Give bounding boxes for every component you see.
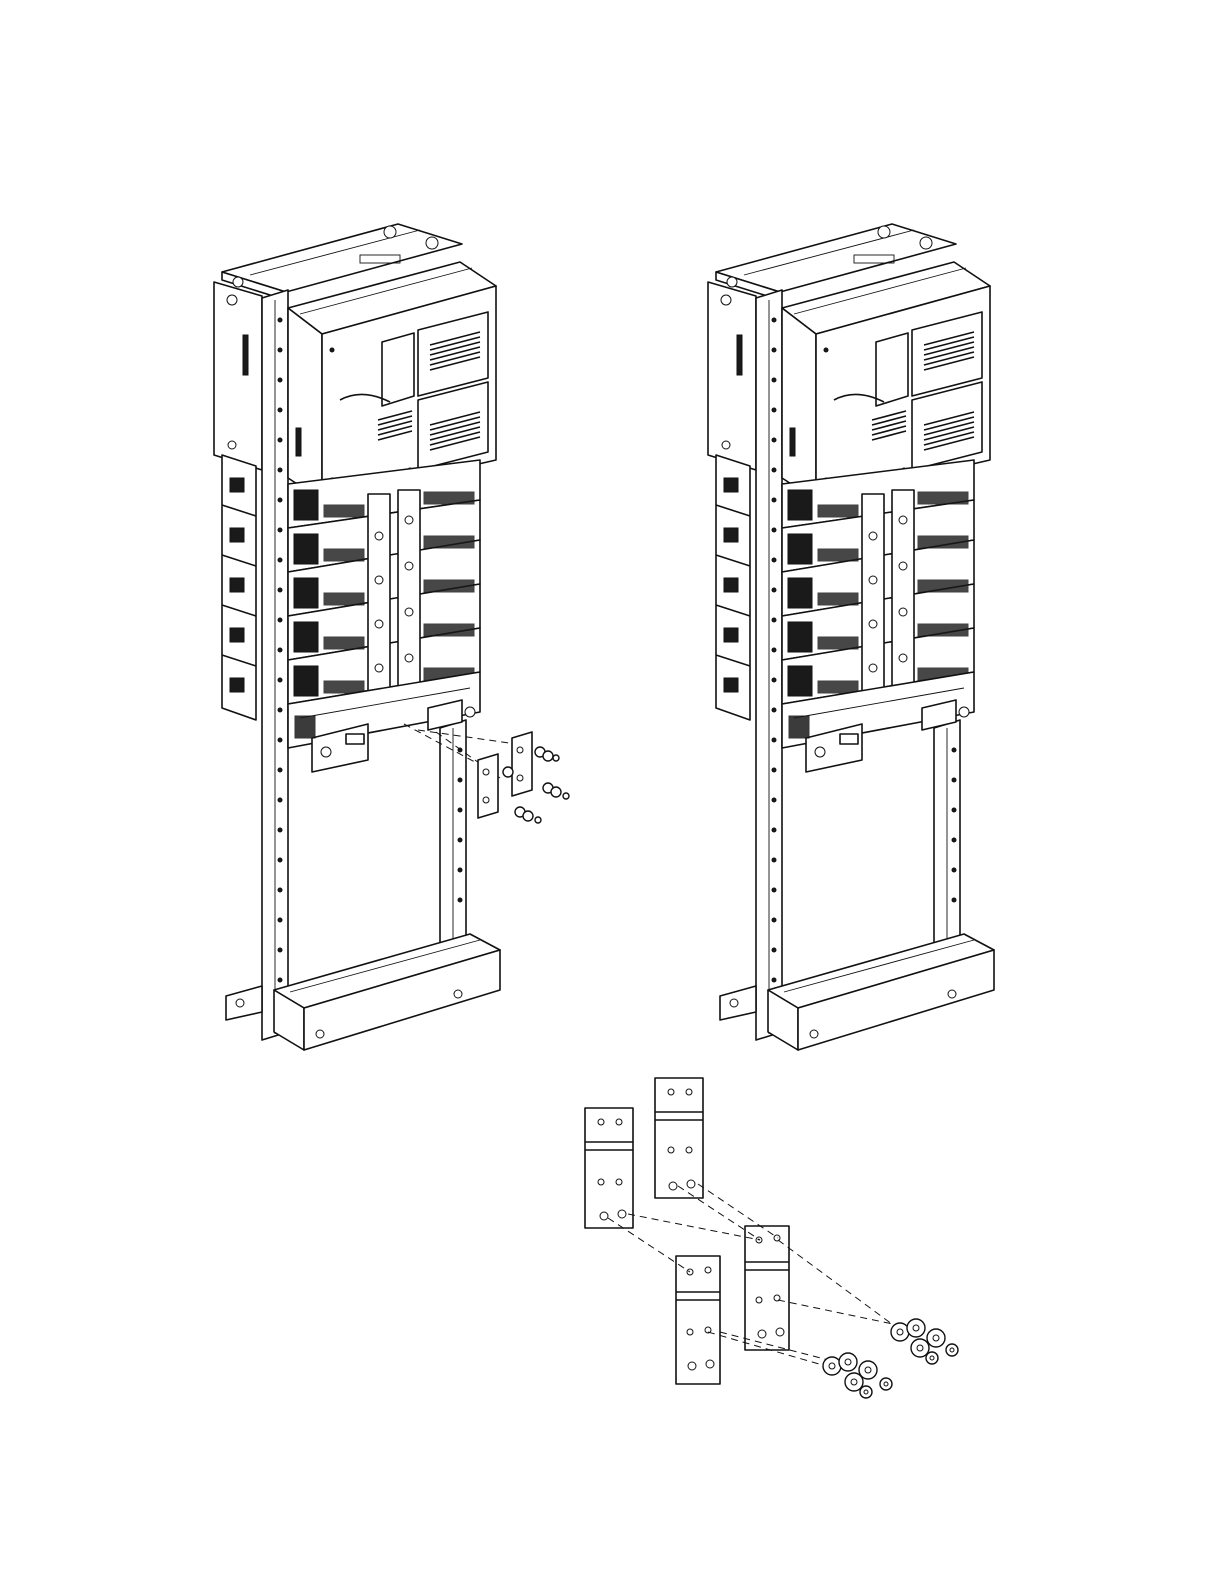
busbar-detail-view (585, 1078, 958, 1398)
rack-right (708, 224, 994, 1050)
rack-left (214, 224, 500, 1050)
busbar-plate (655, 1078, 703, 1198)
fastener-set (891, 1319, 958, 1364)
busbar-plate (585, 1108, 633, 1228)
fastener-set (823, 1353, 892, 1398)
left-rack-exploded-bus-plates (404, 724, 569, 823)
busbar-plate (676, 1256, 720, 1384)
busbar-plate (745, 1226, 789, 1350)
